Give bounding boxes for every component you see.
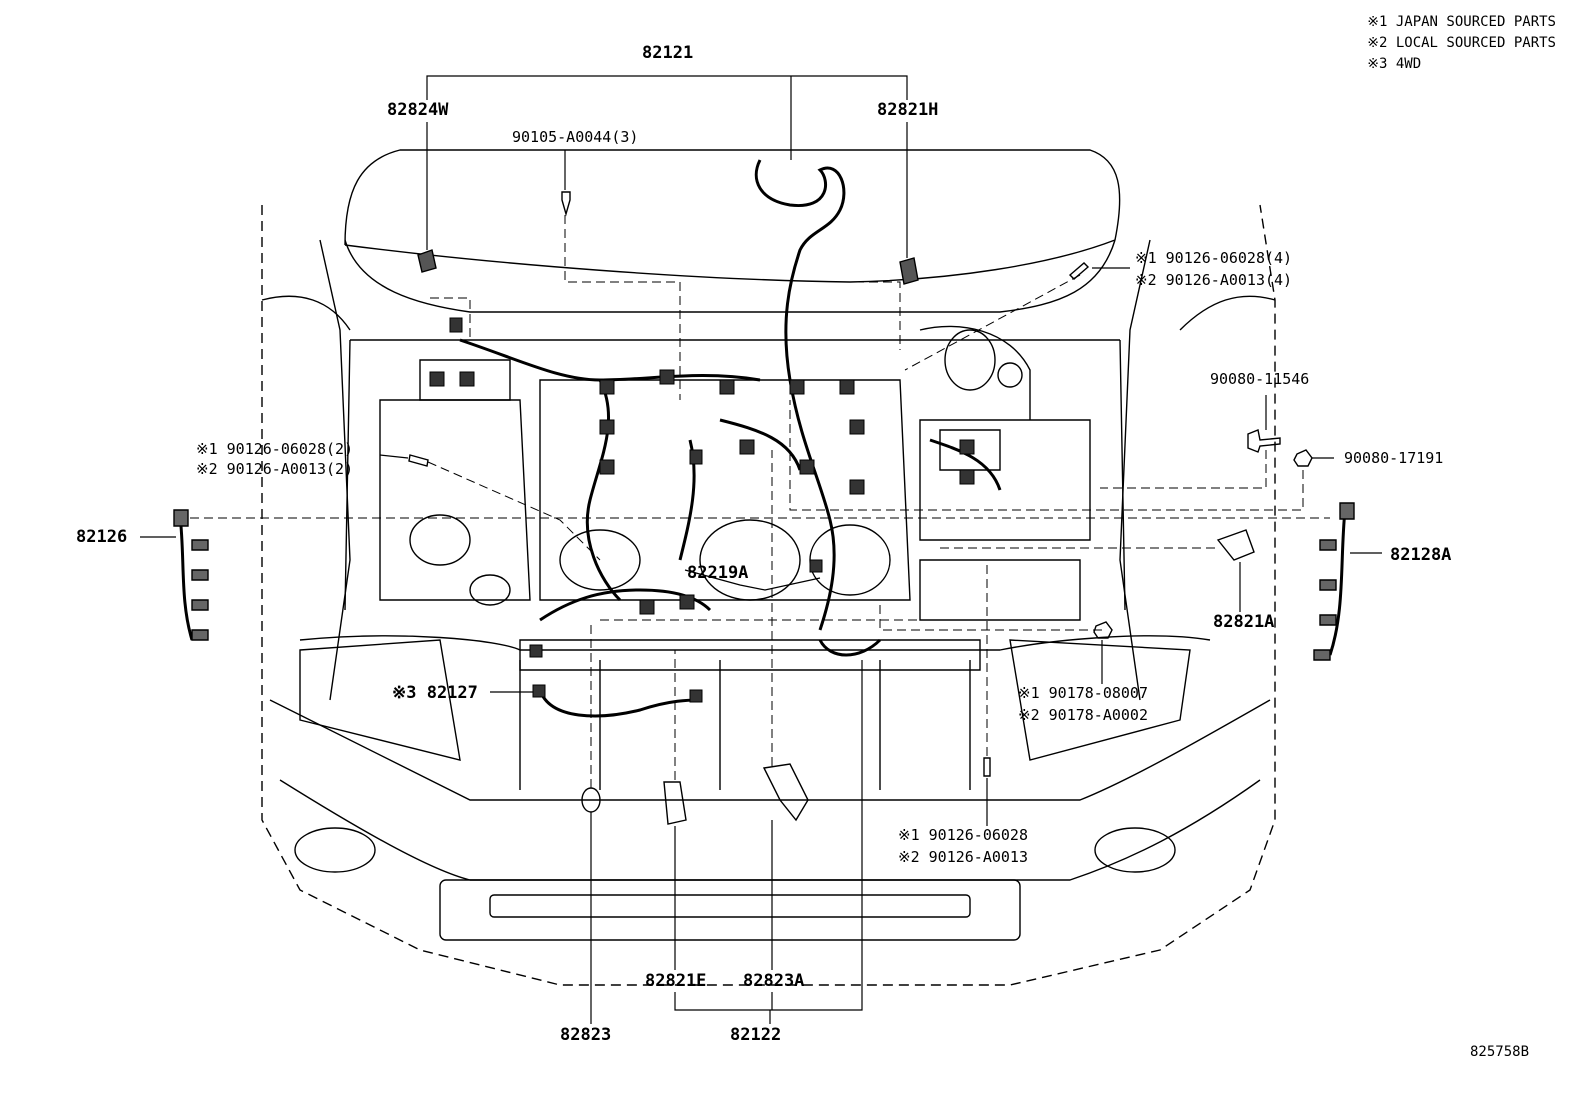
bolt-90105 [562, 192, 570, 214]
harness-82128A [1330, 510, 1345, 655]
fog-lamp-left [295, 828, 375, 872]
lower-grille [440, 880, 1020, 940]
legend-item: ※2 LOCAL SOURCED PARTS [1367, 35, 1556, 51]
label-82128A: 82128A [1390, 545, 1452, 565]
headlamp-left [300, 640, 460, 760]
legend-item: ※3 4WD [1367, 56, 1422, 72]
label-90126-A0013-bottom: ※2 90126-A0013 [898, 848, 1028, 866]
legend: ※1 JAPAN SOURCED PARTS ※2 LOCAL SOURCED … [1367, 12, 1556, 75]
label-82821A: 82821A [1213, 612, 1275, 632]
fuse-box [920, 420, 1090, 540]
dashed-reference-lines [190, 215, 1330, 788]
figure-id: 825758B [1470, 1044, 1530, 1060]
label-82823: 82823 [560, 1025, 612, 1045]
label-82219A: 82219A [687, 563, 749, 583]
label-82821E: 82821E [645, 971, 707, 991]
part-82821A-shape [1218, 530, 1254, 560]
label-82122: 82122 [730, 1025, 782, 1045]
bolt-90126-left [409, 455, 428, 466]
harness-82127 [540, 690, 700, 716]
legend-item: ※1 JAPAN SOURCED PARTS [1367, 14, 1556, 30]
headlamp-right [1010, 640, 1190, 760]
bolt-90080-11546 [1248, 430, 1280, 452]
radiator-support [300, 636, 1210, 650]
label-90105-A0044: 90105-A0044(3) [512, 128, 639, 146]
label-82127: ※3 82127 [392, 683, 478, 703]
label-82821H: 82821H [877, 100, 939, 120]
leader-lines [140, 52, 1382, 1024]
label-90178-A0002: ※2 90178-A0002 [1018, 706, 1148, 724]
battery-block [380, 400, 530, 600]
hood-outline [345, 150, 1120, 245]
label-90126-06028-bottom: ※1 90126-06028 [898, 826, 1028, 844]
fog-lamp-right [1095, 828, 1175, 872]
nut-90080-17191 [1294, 450, 1312, 466]
label-90126-A0013-left: ※2 90126-A0013(2) [196, 460, 354, 478]
harness-82121 [756, 160, 844, 630]
label-82121: 82121 [642, 43, 694, 63]
bolt-90126-bottom [984, 758, 990, 776]
part-82823A-shape [764, 764, 808, 820]
label-90126-06028-left: ※1 90126-06028(2) [196, 440, 354, 458]
label-90080-11546: 90080-11546 [1210, 370, 1310, 388]
label-82823A: 82823A [743, 971, 805, 991]
part-82821H-shape [900, 258, 918, 284]
harness-82126 [180, 515, 192, 640]
brake-master [920, 326, 1030, 420]
label-90178-08007: ※1 90178-08007 [1018, 684, 1148, 702]
label-90080-17191: 90080-17191 [1344, 449, 1444, 467]
bolt-90126-top [1070, 263, 1088, 279]
part-82821E-shape [664, 782, 686, 824]
label-82126: 82126 [76, 527, 128, 547]
fender-outline [262, 205, 1275, 985]
label-90126-06028-top: ※1 90126-06028(4) [1135, 249, 1293, 267]
label-82824W: 82824W [387, 100, 449, 120]
part-82824W-shape [418, 250, 436, 272]
label-90126-A0013-top: ※2 90126-A0013(4) [1135, 271, 1293, 289]
nut-90178 [1094, 622, 1112, 638]
